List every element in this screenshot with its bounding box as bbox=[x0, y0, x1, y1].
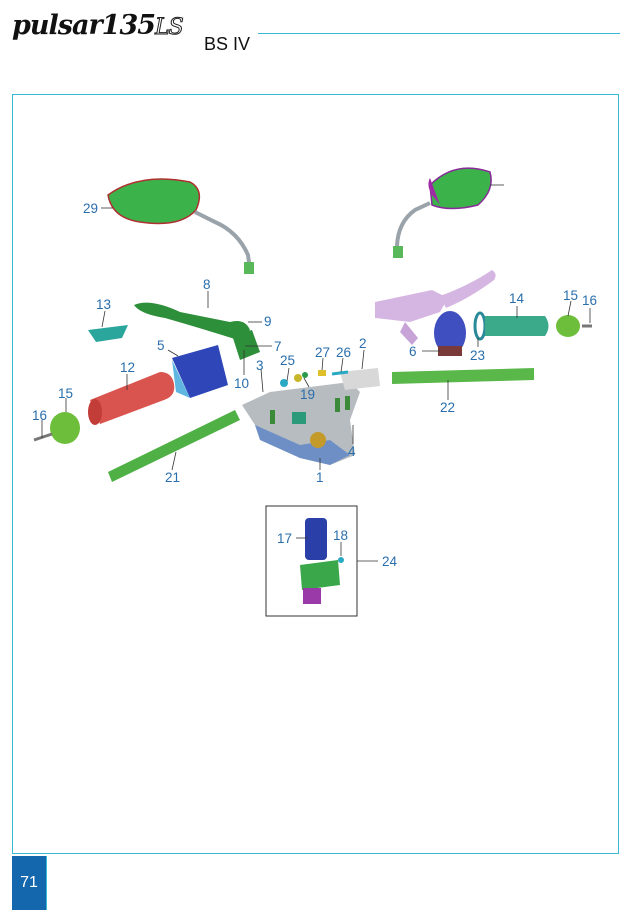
callout-labels: 29 8 13 9 7 5 10 3 12 15 16 25 19 27 26 … bbox=[32, 201, 597, 569]
footer-rule bbox=[46, 856, 47, 910]
mirror-right-illustration bbox=[393, 167, 492, 258]
small-parts-illustration bbox=[280, 370, 349, 387]
callout-16-left: 16 bbox=[32, 408, 47, 423]
callout-7: 7 bbox=[274, 339, 282, 354]
mirror-left-illustration bbox=[107, 178, 254, 274]
callout-27: 27 bbox=[315, 345, 330, 360]
switch-left-illustration bbox=[172, 345, 228, 398]
callout-25: 25 bbox=[280, 353, 295, 368]
callout-3: 3 bbox=[256, 358, 264, 373]
callout-28: 29 bbox=[83, 201, 98, 216]
callout-4: 4 bbox=[348, 444, 356, 459]
callout-15-right: 15 bbox=[563, 288, 578, 303]
switch-assembly-inset-illustration bbox=[300, 518, 344, 604]
callout-5: 5 bbox=[157, 338, 165, 353]
callout-19: 19 bbox=[300, 387, 315, 402]
brand-logo: pulsar135LS bbox=[12, 10, 282, 42]
callout-16-right: 16 bbox=[582, 293, 597, 308]
bar-end-left-illustration bbox=[33, 412, 80, 444]
callout-21: 21 bbox=[165, 470, 180, 485]
right-grip-illustration bbox=[473, 311, 549, 341]
tube-22-illustration bbox=[392, 368, 534, 384]
page-number-box: 71 bbox=[12, 856, 46, 910]
switch-right-illustration bbox=[434, 311, 466, 356]
brand-name: pulsar135 bbox=[12, 10, 156, 41]
callout-9: 9 bbox=[264, 314, 272, 329]
callout-1: 1 bbox=[316, 470, 324, 485]
callout-17: 17 bbox=[277, 531, 292, 546]
callout-12: 12 bbox=[120, 360, 135, 375]
clutch-lever-illustration bbox=[375, 270, 496, 345]
holder-assembly-illustration bbox=[242, 382, 360, 465]
leader-lines bbox=[41, 184, 591, 562]
callout-26: 26 bbox=[336, 345, 351, 360]
model-label: BS IV bbox=[204, 34, 251, 54]
callout-8: 8 bbox=[203, 277, 211, 292]
tube-21-illustration bbox=[108, 410, 240, 482]
callout-22: 22 bbox=[440, 400, 455, 415]
header-rule bbox=[258, 33, 620, 34]
diagram-frame bbox=[12, 94, 619, 854]
brand-suffix: LS bbox=[155, 15, 185, 41]
callout-6: 6 bbox=[409, 344, 417, 359]
callout-23: 23 bbox=[470, 348, 485, 363]
brake-lever-illustration bbox=[134, 302, 260, 360]
part-2-illustration bbox=[340, 368, 380, 390]
callout-24: 24 bbox=[382, 554, 398, 569]
callout-2: 2 bbox=[359, 336, 367, 351]
bar-end-right-illustration bbox=[556, 315, 592, 337]
callout-13: 14 bbox=[509, 291, 525, 306]
callout-14: 13 bbox=[96, 297, 111, 312]
part-14-illustration bbox=[88, 325, 128, 342]
callout-18: 18 bbox=[333, 528, 348, 543]
page-number: 71 bbox=[20, 874, 38, 891]
callout-15-left: 15 bbox=[58, 386, 73, 401]
left-grip-illustration bbox=[88, 372, 175, 425]
callout-10: 10 bbox=[234, 376, 249, 391]
